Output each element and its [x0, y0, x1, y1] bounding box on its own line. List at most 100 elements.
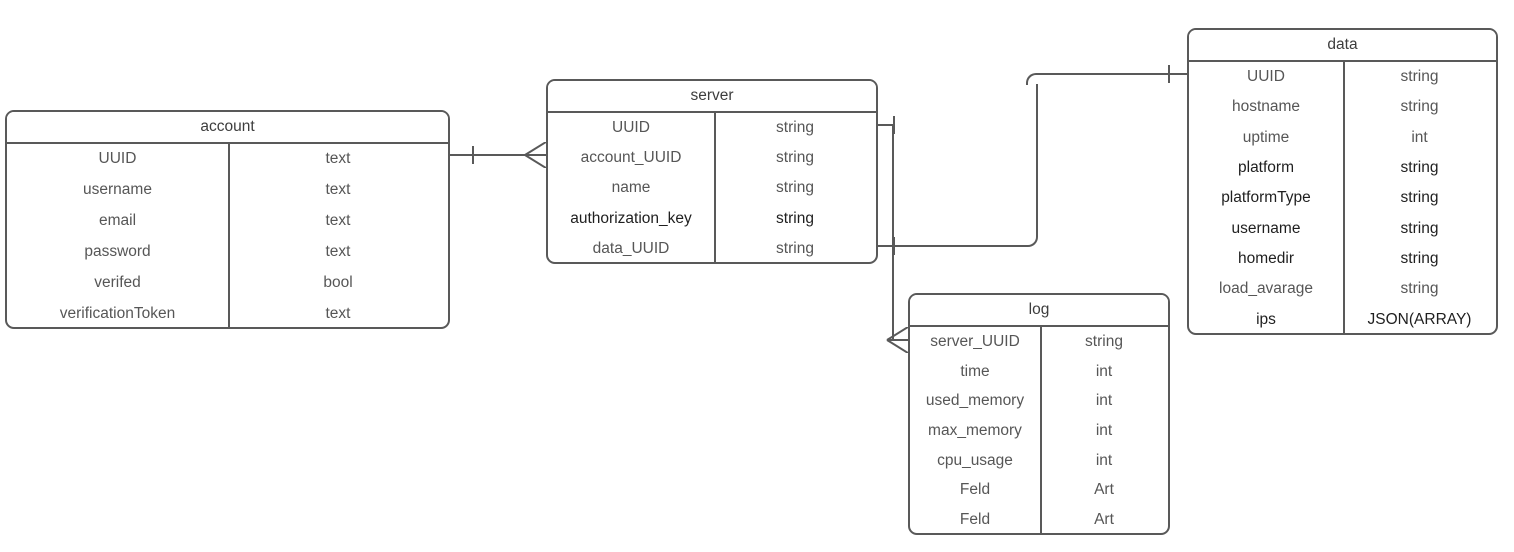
field-name: authorization_key — [570, 209, 692, 227]
field-name: username — [1231, 219, 1301, 237]
column-divider-data — [1343, 62, 1345, 333]
connector-server-log-seg3 — [878, 245, 894, 247]
field-name: Feld — [959, 511, 991, 529]
field-row[interactable]: cpu_usage int — [910, 446, 1168, 476]
field-row[interactable]: password text — [7, 236, 448, 267]
connector-server-data-seg3 — [1036, 73, 1187, 75]
connector-server-data-corner-bottom — [1026, 235, 1038, 247]
field-name: data_UUID — [592, 239, 670, 257]
field-type: string — [1400, 68, 1439, 86]
field-row[interactable]: ips JSON(ARRAY) — [1189, 305, 1496, 333]
connector-server-data-one-tick — [1168, 65, 1170, 83]
field-row[interactable]: hostname string — [1189, 92, 1496, 122]
field-row[interactable]: platform string — [1189, 153, 1496, 183]
field-name: UUID — [98, 150, 137, 168]
field-name: name — [611, 179, 651, 197]
field-type: string — [1400, 159, 1439, 177]
connector-account-server-one-tick — [472, 146, 474, 164]
field-name: verificationToken — [59, 304, 176, 322]
field-type: text — [325, 304, 351, 322]
field-name: platform — [1238, 159, 1294, 177]
field-name: UUID — [612, 119, 650, 137]
field-name: verifed — [94, 273, 141, 291]
field-type: int — [1095, 392, 1113, 410]
field-type: text — [325, 150, 351, 168]
entity-title-account: account — [7, 112, 448, 144]
field-row[interactable]: Feld Art — [910, 505, 1168, 533]
field-name: cpu_usage — [937, 451, 1013, 469]
connector-account-server-line — [450, 154, 546, 156]
field-type: string — [776, 179, 814, 197]
field-type: JSON(ARRAY) — [1367, 310, 1472, 328]
field-row[interactable]: UUID string — [1189, 62, 1496, 92]
field-type: string — [1400, 189, 1439, 207]
field-row[interactable]: used_memory int — [910, 386, 1168, 416]
field-type: text — [325, 212, 351, 230]
field-type: string — [1400, 98, 1439, 116]
column-divider-server — [714, 113, 716, 262]
field-row[interactable]: data_UUID string — [548, 234, 876, 262]
field-type: string — [776, 239, 814, 257]
column-divider-account — [228, 144, 230, 327]
field-name: max_memory — [928, 421, 1022, 439]
field-row[interactable]: UUID text — [7, 144, 448, 175]
field-type: Art — [1094, 481, 1114, 499]
field-name: email — [98, 212, 137, 230]
entity-title-log: log — [910, 295, 1168, 327]
field-type: int — [1095, 362, 1113, 380]
field-name: account_UUID — [580, 149, 682, 167]
field-row[interactable]: UUID string — [548, 113, 876, 143]
field-name: ips — [1256, 310, 1276, 328]
connector-server-data-seg2 — [1036, 84, 1038, 236]
field-type: int — [1095, 451, 1113, 469]
field-name: load_avarage — [1219, 280, 1313, 298]
field-row[interactable]: account_UUID string — [548, 143, 876, 173]
field-row[interactable]: verificationToken text — [7, 298, 448, 327]
column-divider-log — [1040, 327, 1042, 533]
field-type: Art — [1094, 511, 1114, 529]
field-name: UUID — [1247, 68, 1285, 86]
field-type: string — [776, 209, 814, 227]
field-row[interactable]: name string — [548, 173, 876, 203]
field-type: text — [325, 242, 351, 260]
field-name: time — [960, 362, 990, 380]
field-type: string — [776, 119, 814, 137]
field-row[interactable]: platformType string — [1189, 183, 1496, 213]
field-type: text — [325, 181, 351, 199]
field-row[interactable]: time int — [910, 357, 1168, 387]
field-type: string — [1400, 280, 1439, 298]
connector-server-log-one-tick — [893, 116, 895, 134]
connector-server-log-seg1 — [878, 124, 892, 126]
field-name: platformType — [1221, 189, 1311, 207]
connector-server-log-crowfoot-icon — [886, 327, 908, 353]
connector-server-data-seg1 — [878, 245, 1026, 247]
field-row[interactable]: load_avarage string — [1189, 274, 1496, 304]
field-name: used_memory — [925, 392, 1025, 410]
field-name: hostname — [1231, 98, 1301, 116]
field-row[interactable]: authorization_key string — [548, 204, 876, 234]
field-type: string — [776, 149, 814, 167]
connector-server-log-one-tick-2 — [893, 237, 895, 255]
entity-title-data: data — [1189, 30, 1496, 62]
connector-server-log-seg2 — [892, 124, 894, 340]
field-row[interactable]: email text — [7, 206, 448, 237]
field-name: password — [84, 242, 151, 260]
field-name: server_UUID — [930, 332, 1020, 350]
